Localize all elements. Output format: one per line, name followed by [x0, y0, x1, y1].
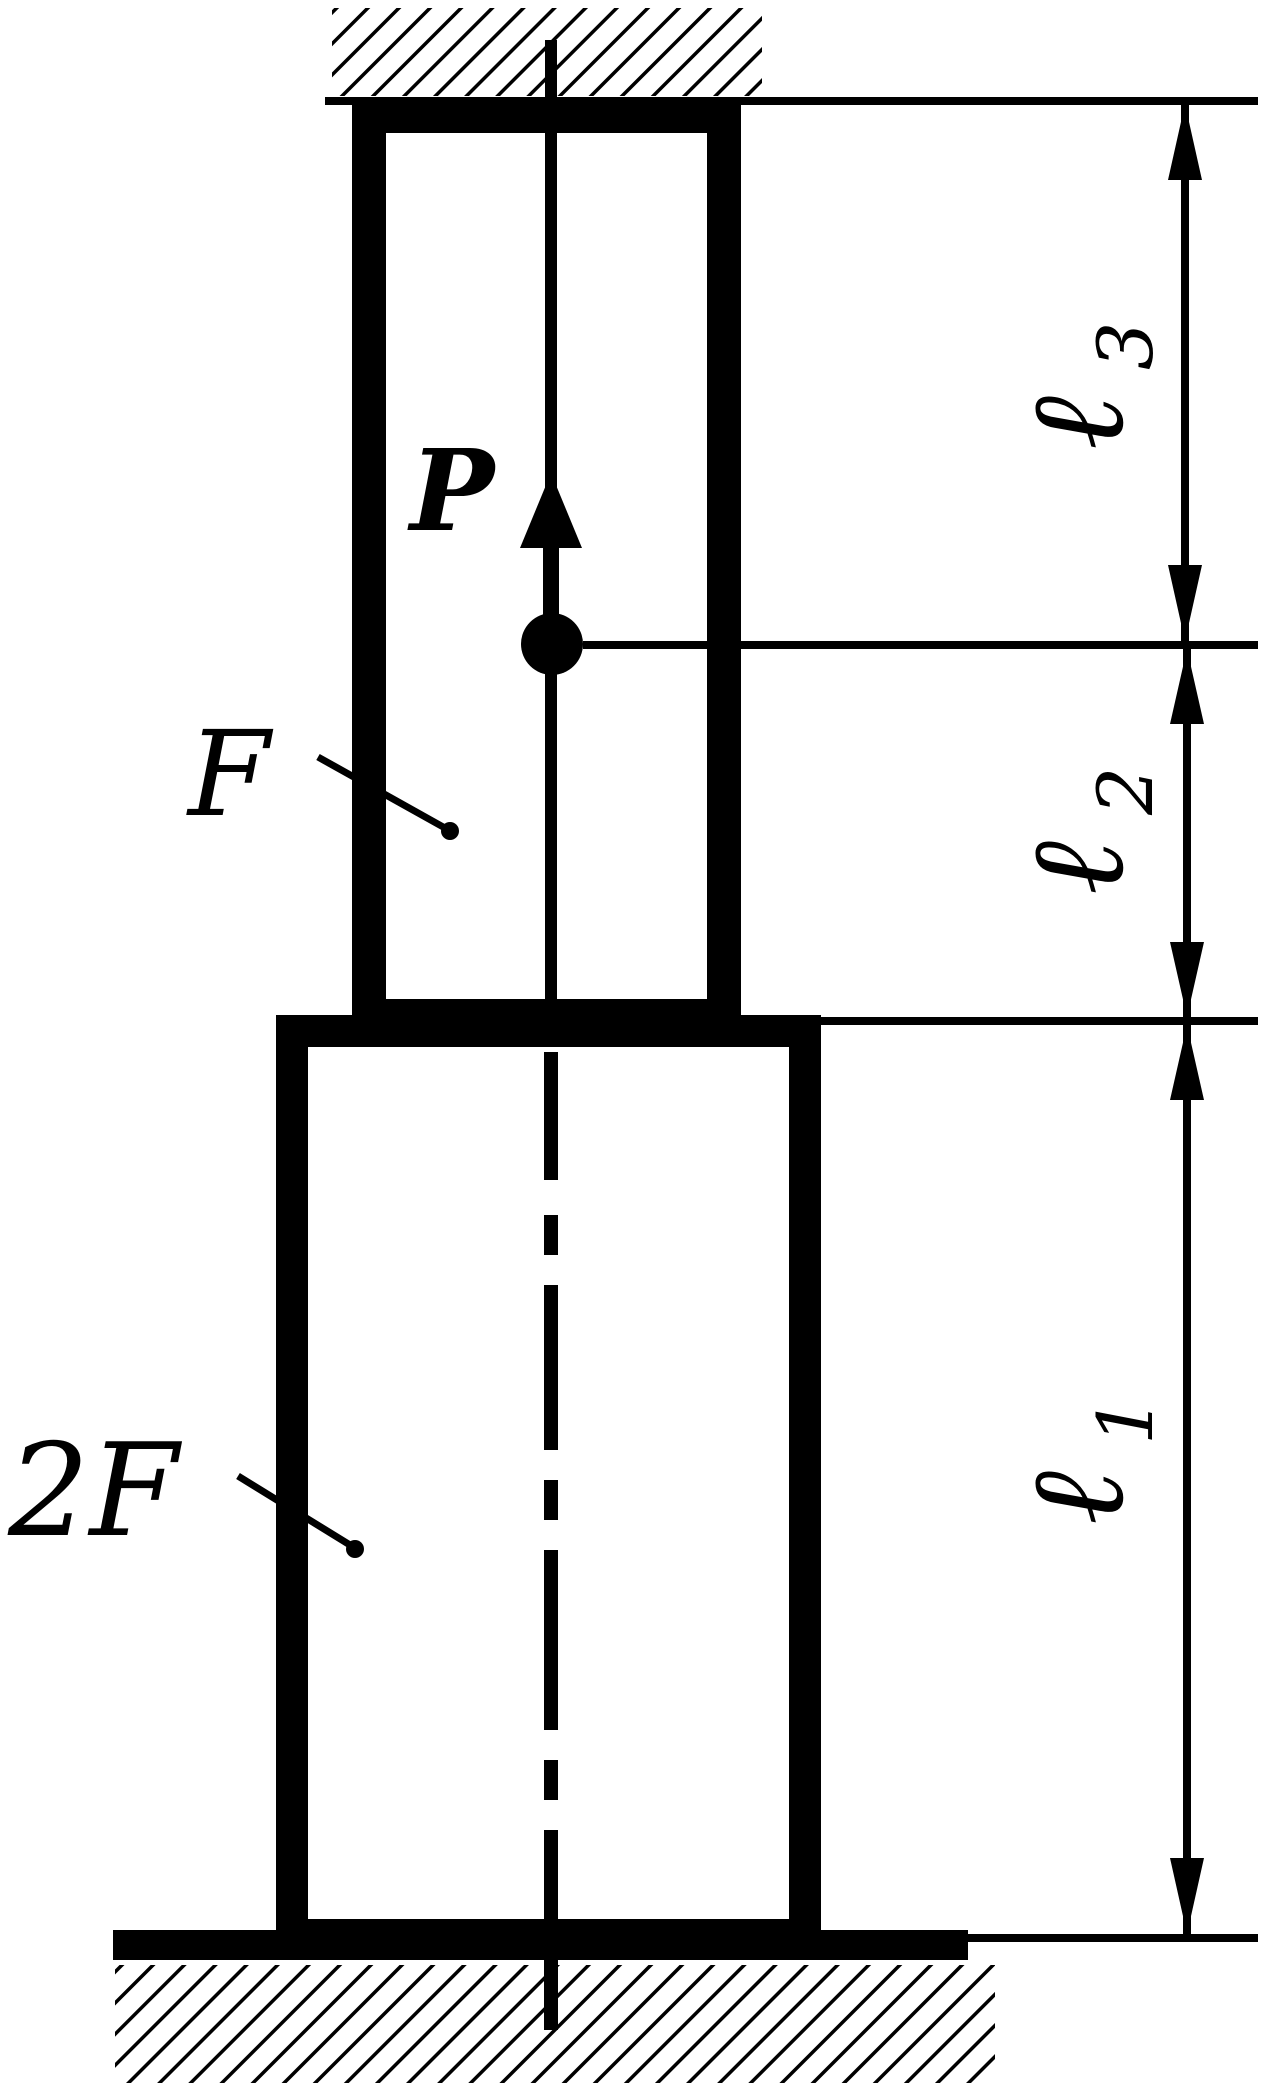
length-l2-label: ℓ 2 — [1001, 767, 1170, 895]
svg-text:ℓ: ℓ — [1001, 841, 1153, 895]
svg-text:2: 2 — [1081, 767, 1170, 816]
svg-text:ℓ: ℓ — [1001, 1471, 1153, 1525]
area-lower-label: 2F — [7, 1417, 182, 1566]
force-label: P — [407, 426, 497, 557]
length-l1-label: ℓ 1 — [1001, 1397, 1170, 1525]
dimension-l1 — [1170, 1025, 1204, 1934]
fixed-bottom-icon — [113, 1930, 1258, 2083]
svg-text:ℓ: ℓ — [1001, 396, 1153, 450]
leader-lower — [236, 1473, 364, 1558]
dimension-l3 — [1168, 104, 1202, 641]
extension-lines — [583, 641, 1258, 1025]
load-point — [521, 613, 583, 675]
length-l3-label: ℓ 3 — [1001, 322, 1170, 450]
area-upper-label: F — [186, 705, 274, 843]
dimension-l2 — [1170, 649, 1204, 1017]
fixed-top-icon — [325, 8, 1258, 105]
svg-text:3: 3 — [1081, 322, 1170, 370]
force-arrow — [520, 473, 583, 675]
leader-upper — [316, 753, 459, 840]
svg-text:1: 1 — [1081, 1397, 1170, 1445]
